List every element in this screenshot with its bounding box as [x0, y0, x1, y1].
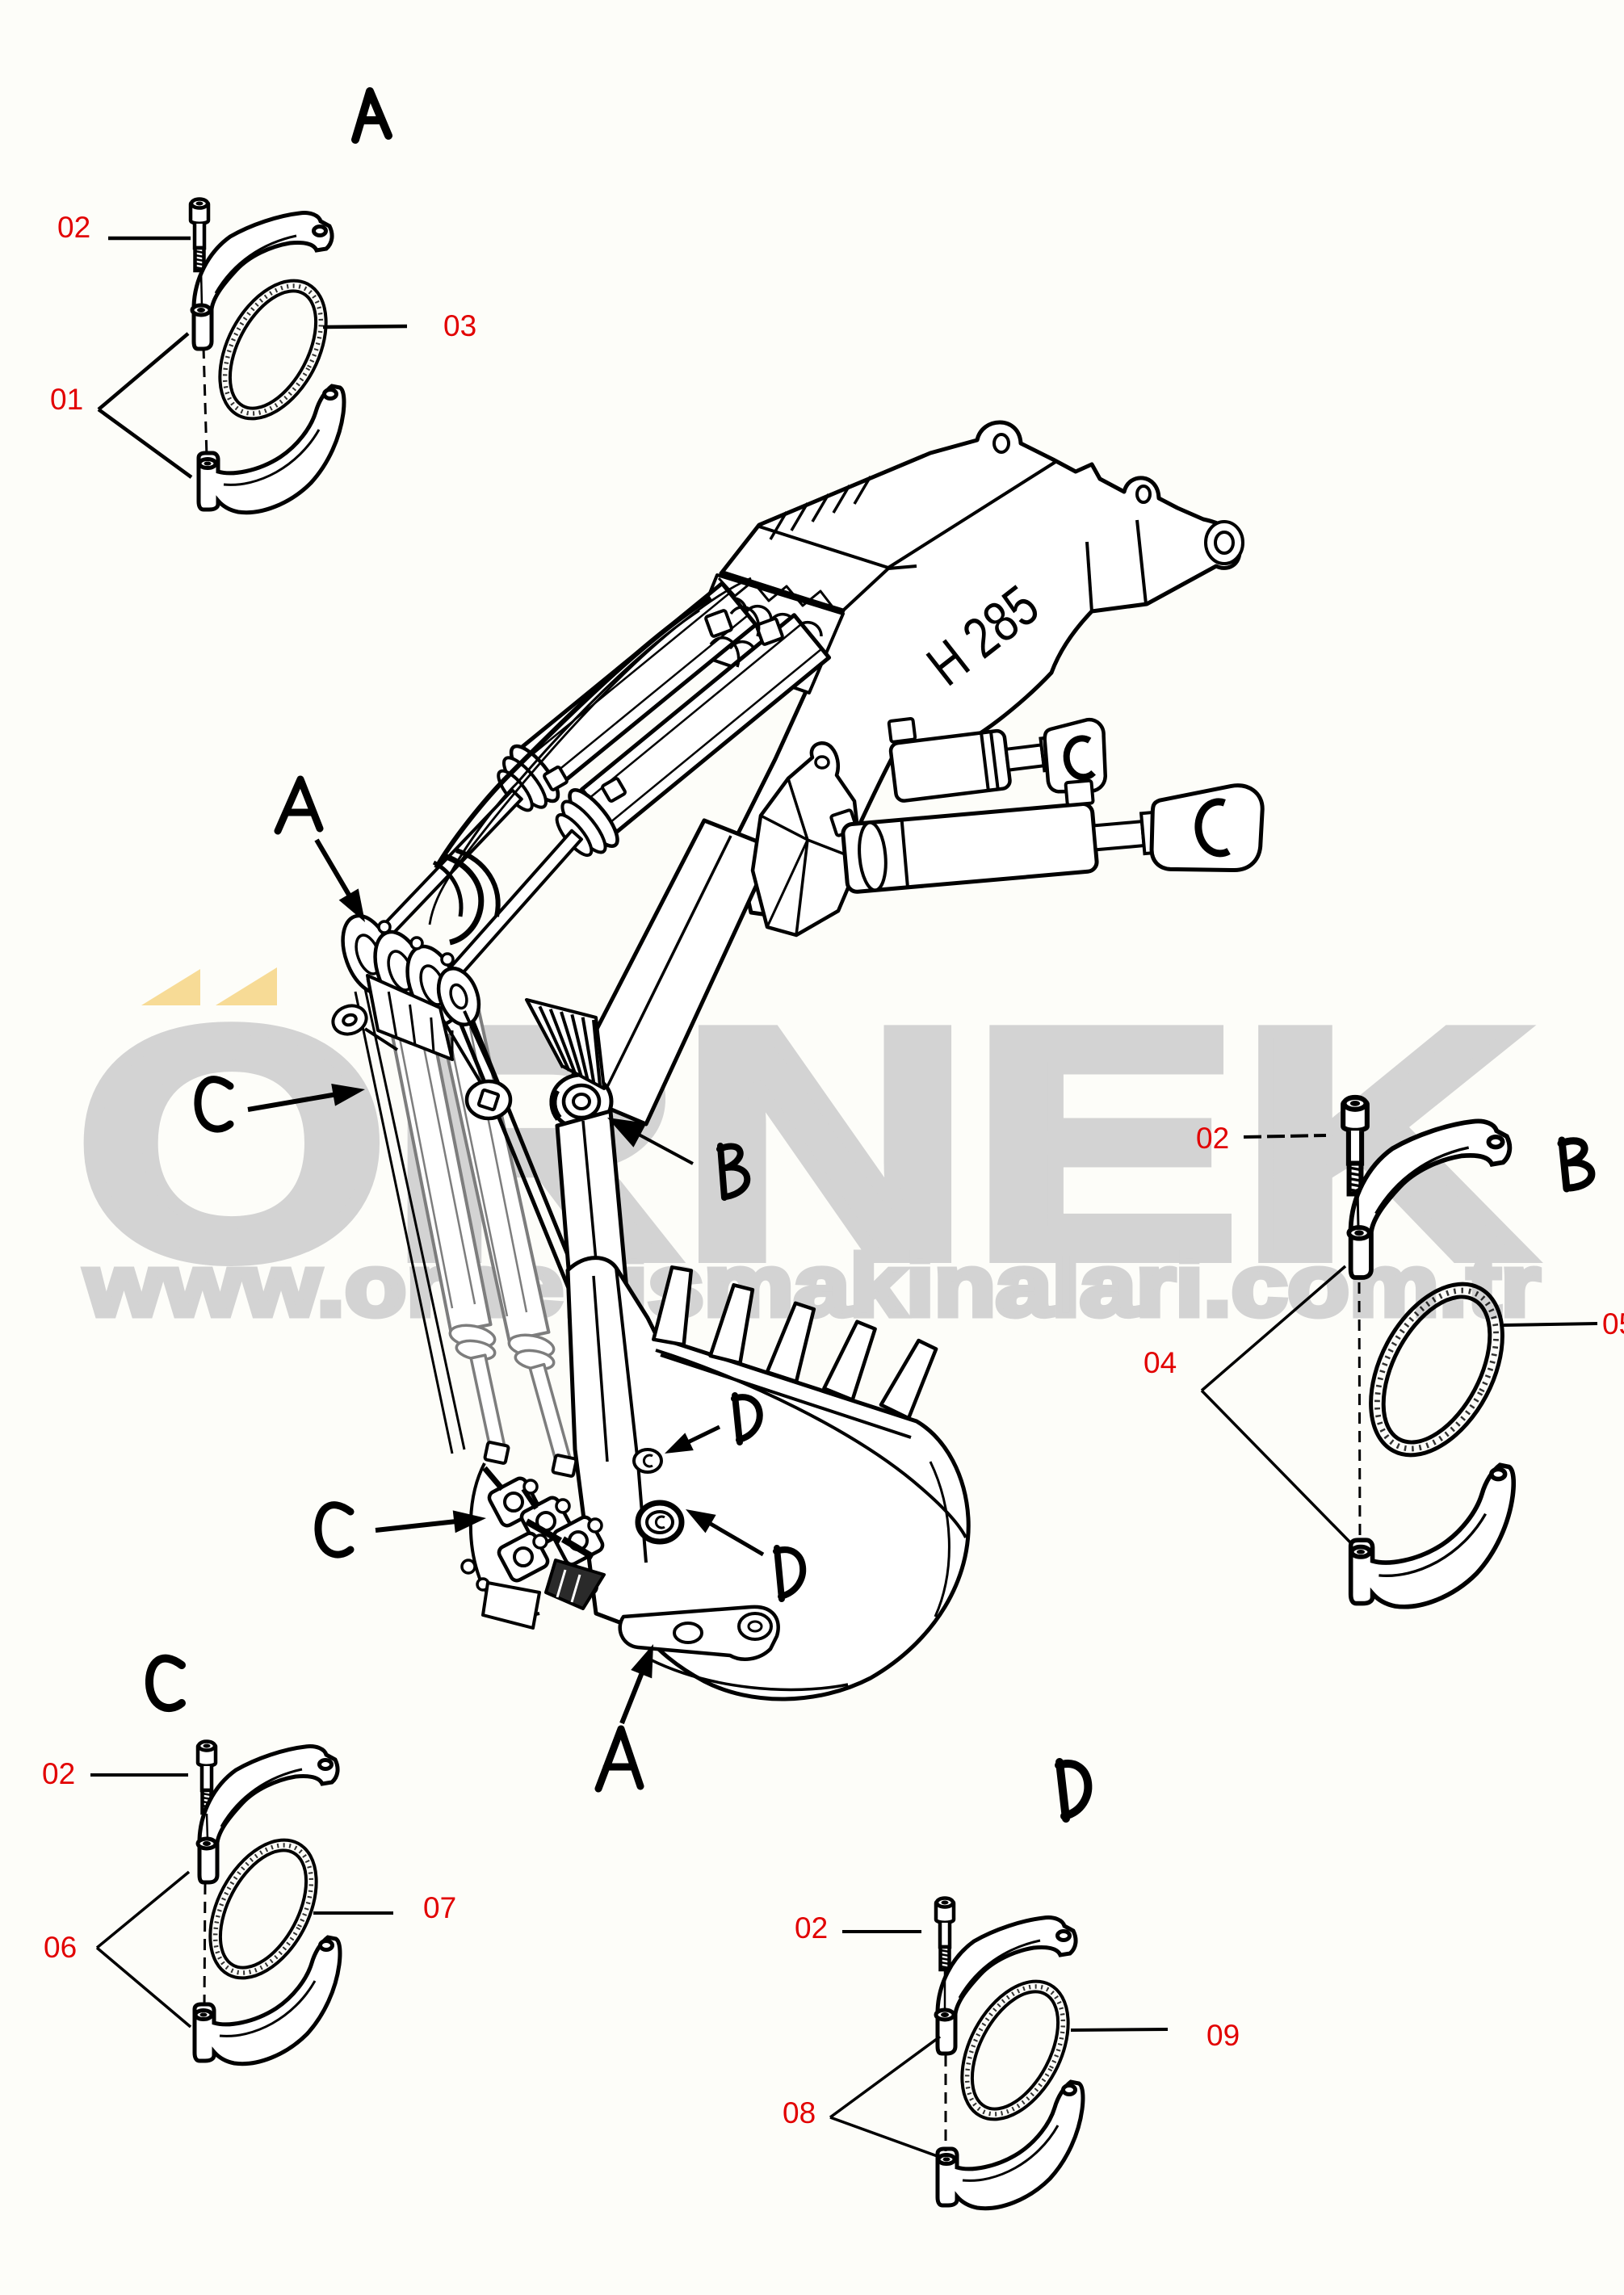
svg-text:07: 07 [423, 1891, 456, 1924]
svg-text:02: 02 [795, 1911, 828, 1945]
svg-text:02: 02 [57, 211, 90, 244]
svg-text:08: 08 [783, 2096, 816, 2129]
svg-text:03: 03 [443, 309, 476, 342]
svg-text:06: 06 [44, 1931, 77, 1964]
svg-text:09: 09 [1206, 2019, 1240, 2052]
svg-text:02: 02 [1196, 1122, 1229, 1155]
svg-text:04: 04 [1144, 1346, 1177, 1379]
svg-text:01: 01 [50, 383, 83, 416]
svg-text:05: 05 [1602, 1307, 1624, 1340]
svg-text:02: 02 [42, 1757, 75, 1790]
svg-text:ORNEK: ORNEK [75, 960, 1530, 1326]
